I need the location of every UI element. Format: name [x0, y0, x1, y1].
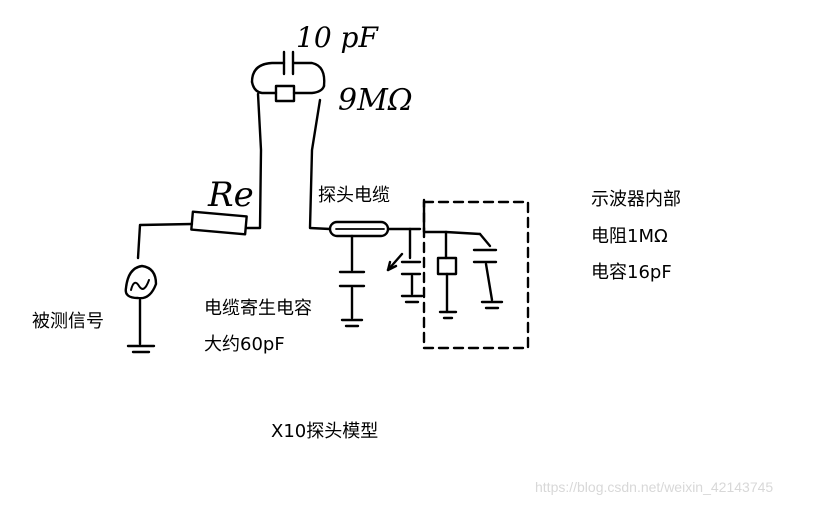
right-vertical-wire: [308, 98, 332, 231]
scope-resistance-label: 电阻1MΩ: [591, 226, 668, 247]
signal-source: [124, 264, 158, 354]
cable-cap-label-2: 大约60pF: [204, 334, 285, 355]
watermark: https://blog.csdn.net/weixin_42143745: [535, 479, 774, 495]
scope-internal-box: [422, 200, 530, 350]
re-label: Re: [208, 175, 254, 215]
top-capacitor: [250, 50, 326, 88]
res-top-label: 9MΩ: [338, 83, 413, 118]
signal-label: 被测信号: [32, 311, 104, 332]
probe-cable: [328, 220, 412, 328]
probe-cable-label: 探头电缆: [318, 185, 390, 206]
re-resistor: [136, 210, 248, 260]
top-resistor: [250, 80, 326, 103]
cable-cap-label-1: 电缆寄生电容: [204, 298, 312, 319]
diagram-title: X10探头模型: [271, 421, 379, 442]
cap-top-label: 10 pF: [296, 21, 378, 54]
scope-capacitance-label: 电容16pF: [591, 262, 672, 283]
left-vertical-wire: [244, 92, 263, 230]
scope-components: [386, 198, 504, 320]
scope-internal-label: 示波器内部: [591, 189, 681, 210]
